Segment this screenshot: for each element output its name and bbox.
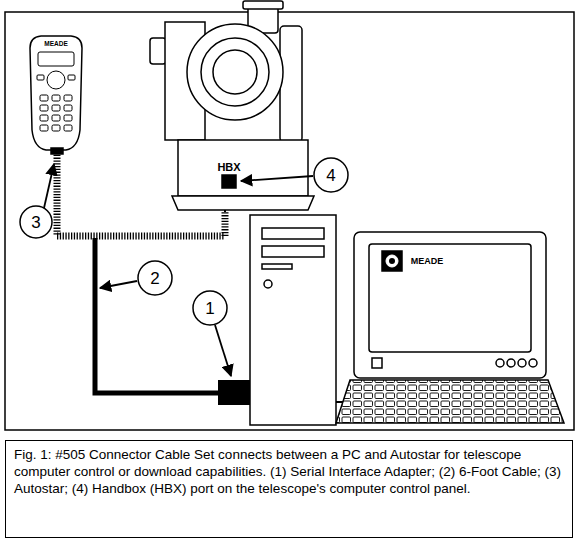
- pc-tower: [250, 215, 336, 425]
- caption-text: Fig. 1: #505 Connector Cable Set connect…: [6, 441, 572, 502]
- caption-box: Fig. 1: #505 Connector Cable Set connect…: [5, 440, 573, 538]
- callout-number: 3: [31, 214, 40, 231]
- brand-label: MEADE: [44, 41, 67, 48]
- callouts: [20, 158, 348, 325]
- brand-label: MEADE: [411, 257, 444, 266]
- keyboard: [336, 380, 564, 423]
- coiled-cord: [57, 152, 225, 236]
- callout-number: 2: [150, 270, 159, 287]
- leader-arrows: [44, 164, 313, 376]
- telescope: [150, 1, 314, 210]
- monitor: [354, 232, 546, 378]
- autostar-handbox: [30, 36, 82, 154]
- port-label: HBX: [217, 162, 240, 173]
- hbx-port: [222, 175, 236, 188]
- serial-adapter: [218, 380, 250, 405]
- callout-number: 4: [326, 167, 335, 184]
- figure-frame: [5, 12, 574, 430]
- callout-number: 1: [205, 300, 214, 317]
